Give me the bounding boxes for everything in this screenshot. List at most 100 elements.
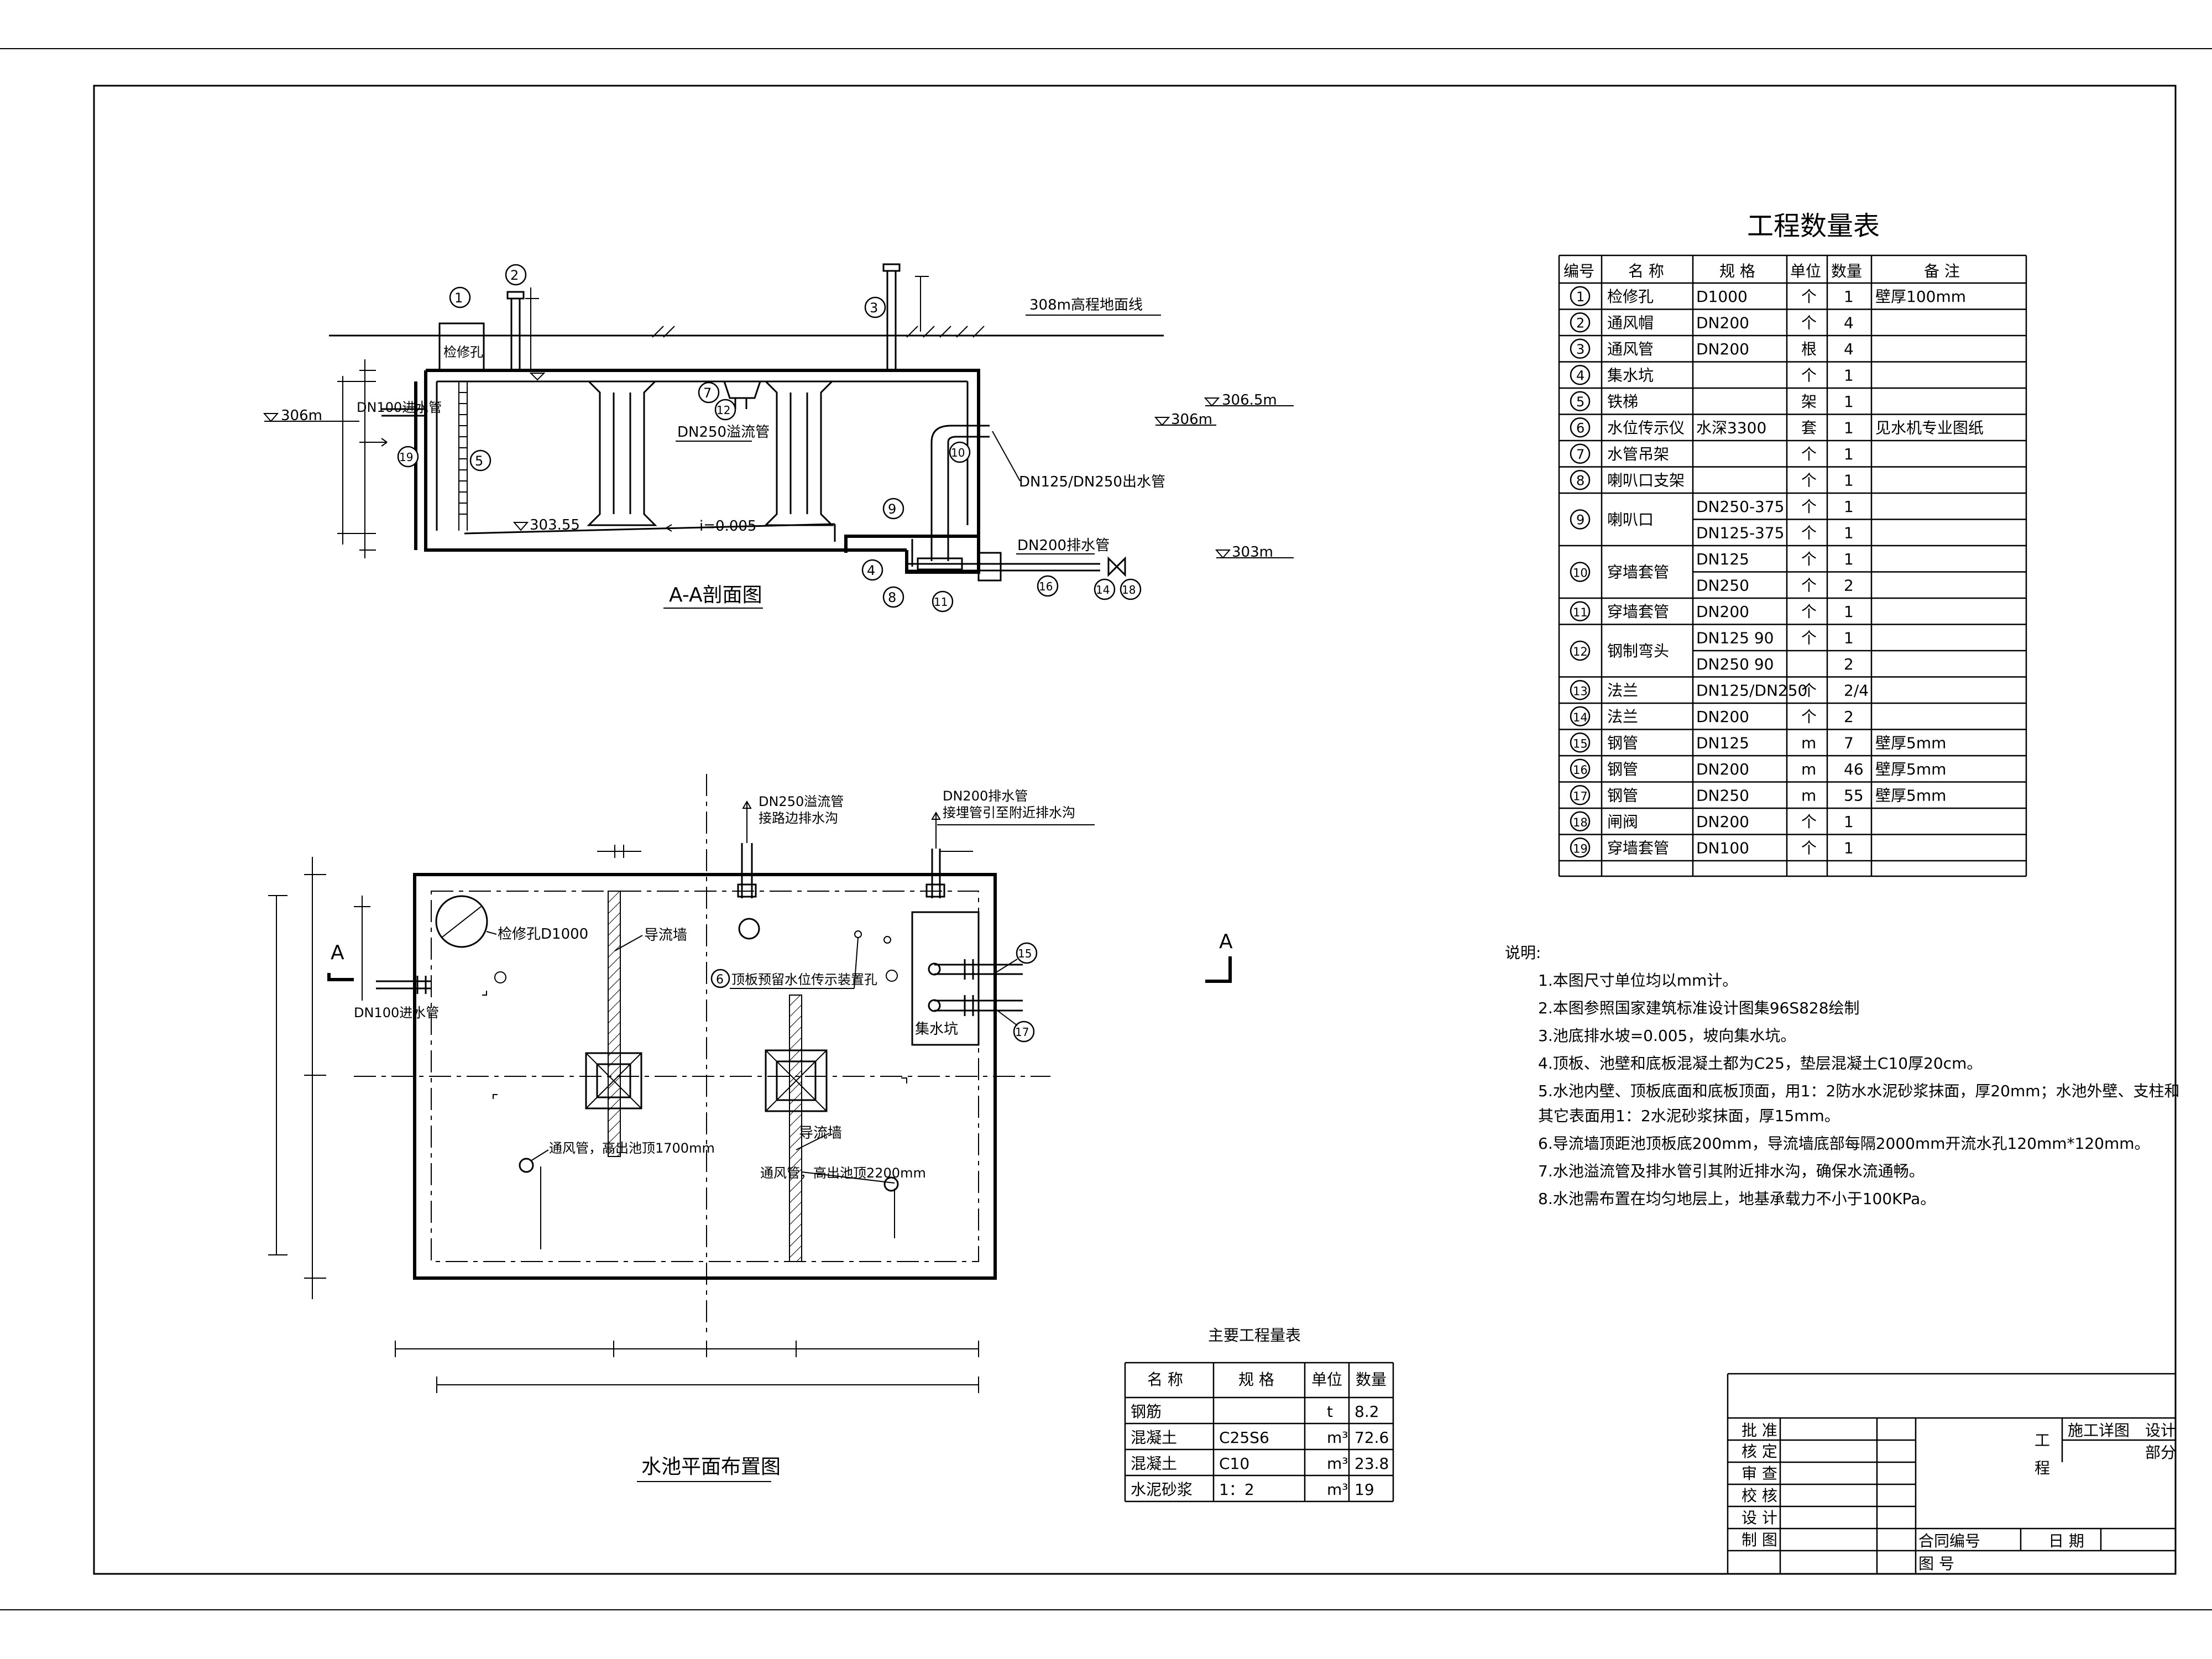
- qt-row-qty: 1: [1844, 629, 1854, 647]
- qt-row-no: 4: [1576, 368, 1585, 383]
- section-mark-left: A: [331, 941, 344, 964]
- qt-row-spec: DN125/DN250: [1696, 681, 1807, 699]
- section-mark-right: A: [1219, 930, 1233, 953]
- mt-cell: 23.8: [1355, 1454, 1389, 1473]
- callout-15: 15: [1018, 947, 1032, 960]
- mt-cell: m³: [1327, 1428, 1348, 1447]
- qt-row-name: 通风帽: [1607, 313, 1654, 332]
- project-label-2: 程: [2035, 1459, 2050, 1477]
- plan-callouts: 15 17: [995, 942, 1038, 1043]
- qt-row-qty: 2: [1844, 655, 1854, 673]
- qt-row-no: 18: [1573, 816, 1588, 829]
- drain-note-1: DN200排水管: [943, 788, 1028, 804]
- qt-row-unit: 个: [1801, 550, 1817, 568]
- qt-row-spec: DN100: [1696, 839, 1749, 857]
- qt-row-qty: 1: [1844, 550, 1854, 568]
- qt-row-unit: 个: [1801, 313, 1817, 332]
- qt-row-name: 钢制弯头: [1607, 642, 1669, 660]
- qt-row-name: 穿墙套管: [1607, 839, 1669, 857]
- mt-cell: 8.2: [1355, 1402, 1379, 1421]
- note-7: 7.水池溢流管及排水管引其附近排水沟，确保水流通畅。: [1538, 1162, 1925, 1180]
- qt-row-no: 7: [1576, 447, 1585, 462]
- row-number-circle: [1570, 785, 1591, 805]
- role-verify: 核 定: [1742, 1442, 1777, 1461]
- guide-wall-label-2: 导流墙: [799, 1125, 842, 1142]
- qt-row-unit: 套: [1801, 418, 1817, 437]
- callout-1: 1: [454, 290, 463, 306]
- qt-row-qty: 1: [1844, 392, 1854, 411]
- qt-row-spec: DN200: [1696, 760, 1749, 778]
- qt-row-unit: 个: [1801, 445, 1817, 463]
- qt-row-no: 8: [1576, 473, 1585, 488]
- row-number-circle: [1570, 758, 1591, 779]
- level-hole-num: 6: [716, 973, 724, 987]
- note-1: 1.本图尺寸单位均以mm计。: [1538, 971, 1738, 990]
- qt-row-unit: m: [1801, 760, 1816, 778]
- qt-row-spec: DN200: [1696, 708, 1749, 726]
- row-number-circle: [1570, 312, 1591, 333]
- qt-row-no: 10: [1573, 567, 1588, 580]
- qt-row-qty: 4: [1844, 313, 1854, 332]
- callout-11: 11: [934, 595, 948, 609]
- qt-row-name: 法兰: [1607, 681, 1638, 699]
- row-number-circle: [1570, 811, 1591, 831]
- qt-row-name: 水管吊架: [1607, 445, 1669, 463]
- note-6: 6.导流墙顶距池顶板底200mm，导流墙底部每隔2000mm开流水孔120mm*…: [1538, 1134, 2150, 1153]
- drawing-no-label: 图 号: [1918, 1555, 1954, 1573]
- design-label: 设计: [2145, 1421, 2176, 1440]
- mt-cell: 混凝土: [1131, 1454, 1177, 1473]
- qt-row-name: 水位传示仪: [1607, 418, 1685, 437]
- row-number-circle: [1570, 443, 1591, 464]
- note-8: 8.水池需布置在均匀地层上，地基承载力不小于100KPa。: [1538, 1190, 1936, 1208]
- callout-10: 10: [951, 446, 965, 459]
- callout-12: 12: [717, 404, 730, 417]
- qt-row-name: 闸阀: [1607, 813, 1638, 831]
- manhole-label: 检修孔: [443, 344, 483, 360]
- callout-8: 8: [888, 590, 896, 605]
- qt-header-spec: 规 格: [1719, 262, 1755, 280]
- qt-row-unit: 个: [1801, 287, 1817, 306]
- mt-cell: 水泥砂浆: [1131, 1480, 1193, 1499]
- qt-row-qty: 1: [1844, 603, 1854, 621]
- qt-row-name: 铁梯: [1607, 392, 1638, 411]
- qt-row-unit: m: [1801, 786, 1816, 804]
- role-approve: 批 准: [1742, 1421, 1777, 1440]
- qt-row-note: 壁厚5mm: [1875, 786, 1946, 804]
- vent-pipes-section: [506, 263, 901, 370]
- row-number-circle: [1570, 286, 1591, 306]
- elev-306-right: 306m: [1171, 411, 1212, 428]
- role-draw: 制 图: [1742, 1531, 1777, 1549]
- qt-row-unit: 个: [1801, 629, 1817, 647]
- qt-header-name: 名 称: [1628, 262, 1664, 280]
- mt-cell: 钢筋: [1131, 1402, 1162, 1421]
- qt-row-no: 14: [1573, 711, 1588, 724]
- role-review: 审 查: [1742, 1464, 1777, 1483]
- qt-row-spec: DN125-375: [1696, 524, 1785, 542]
- overflow-label: DN250溢流管: [677, 424, 770, 441]
- drain-pipe-section: [907, 552, 1100, 582]
- qt-row-qty: 1: [1844, 287, 1854, 306]
- plan-inlet-label: DN100进水管: [354, 1005, 439, 1020]
- qt-row-note: 壁厚5mm: [1875, 760, 1946, 778]
- qt-row-name: 穿墙套管: [1607, 563, 1669, 582]
- row-number-circle: [1570, 509, 1591, 530]
- sump-plan: [911, 911, 980, 1046]
- qt-row-name: 集水坑: [1607, 366, 1654, 384]
- callout-17: 17: [1015, 1025, 1029, 1039]
- qt-row-unit: m: [1801, 734, 1816, 752]
- callout-4: 4: [867, 563, 875, 578]
- elevation-marks: 306m 306.5m 306m 303.55 303m: [263, 373, 1294, 561]
- qt-row-note: 壁厚100mm: [1875, 287, 1966, 306]
- elev-306-left: 306m: [281, 407, 322, 424]
- qt-row-spec: DN200: [1696, 340, 1749, 358]
- callout-9: 9: [888, 501, 896, 517]
- mt-cell: C10: [1219, 1454, 1249, 1473]
- plan-view: 检修孔D1000 DN250溢流管 接路边排水沟 DN200排水管 接埋管引至附…: [268, 774, 1233, 1482]
- overflow-note-1: DN250溢流管: [759, 794, 844, 809]
- level-hole-label: 顶板预留水位传示装置孔: [731, 972, 877, 987]
- qt-header-qty: 数量: [1831, 262, 1862, 280]
- qt-row-unit: 个: [1801, 471, 1817, 489]
- qt-row-no: 5: [1576, 394, 1585, 410]
